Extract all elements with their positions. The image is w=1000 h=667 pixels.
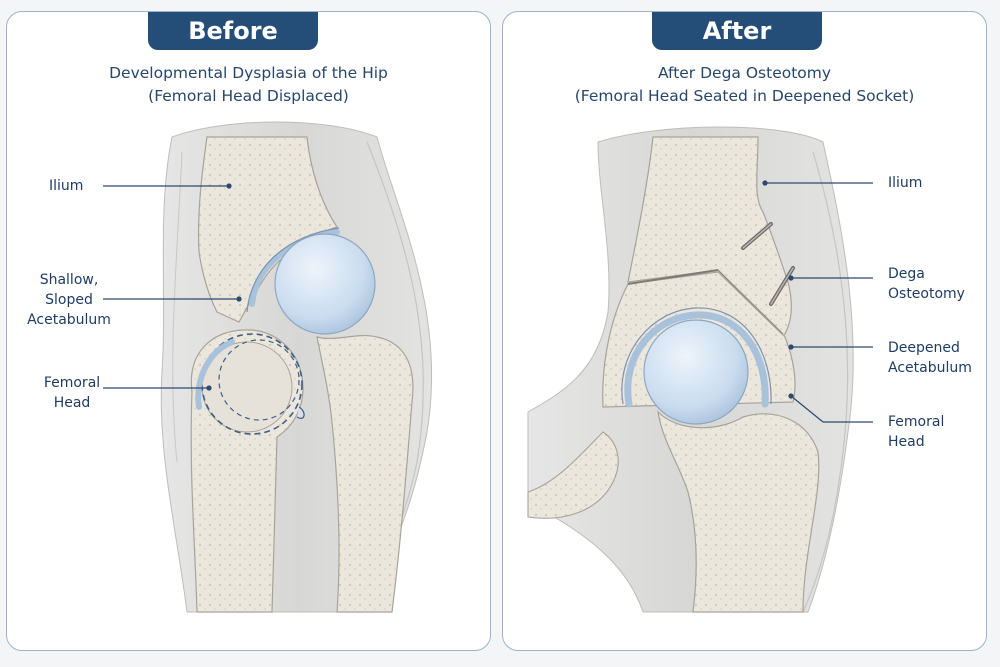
pubic-bone <box>527 431 619 519</box>
ilium-bone <box>627 136 792 338</box>
acetabulum-label-line1: Shallow, <box>39 272 99 288</box>
osteotomy-label: Dega Osteotomy <box>888 264 965 304</box>
femoral-head-label: Femoral Head <box>37 373 107 413</box>
femur-shaft-right <box>316 334 414 613</box>
femur <box>657 410 820 613</box>
acetabulum-label-line2: Sloped <box>45 292 93 308</box>
after-panel: After After Dega Osteotomy (Femoral Head… <box>502 11 987 651</box>
femoral-head-label-line1: Femoral <box>43 375 101 391</box>
ilium-label: Ilium <box>888 175 923 191</box>
femoral-head-label: Femoral Head <box>888 412 944 452</box>
acetabulum-cartilage <box>624 311 769 408</box>
acetabulum-label: Deepened Acetabulum <box>888 338 972 378</box>
acetabulum-label-line1: Deepened <box>888 340 960 356</box>
after-hip-illustration <box>527 126 873 613</box>
before-title: Developmental Dysplasia of the Hip (Femo… <box>7 62 490 108</box>
before-hip-illustration <box>103 121 433 613</box>
acetabulum-label: Shallow, Sloped Acetabulum <box>27 270 111 330</box>
before-tab: Before <box>148 12 318 50</box>
femoral-head-label-line2: Head <box>53 395 91 411</box>
after-tab: After <box>652 12 822 50</box>
upper-head <box>274 233 376 335</box>
femoral-head-label-line1: Femoral <box>888 414 945 430</box>
after-title-line2: (Femoral Head Seated in Deepened Socket) <box>574 87 915 105</box>
femoral-head-label-line2: Head <box>888 434 925 450</box>
after-title-line1: After Dega Osteotomy <box>657 64 832 82</box>
acetabulum-label-line3: Acetabulum <box>27 312 111 328</box>
femoral-head <box>643 319 749 425</box>
ilium-label: Ilium <box>49 178 84 194</box>
before-panel: Before Developmental Dysplasia of the Hi… <box>6 11 491 651</box>
before-title-line1: Developmental Dysplasia of the Hip <box>109 64 388 82</box>
before-title-line2: (Femoral Head Displaced) <box>148 87 349 105</box>
after-title: After Dega Osteotomy (Femoral Head Seate… <box>503 62 986 108</box>
osteotomy-label-line2: Osteotomy <box>888 286 965 302</box>
acetabulum-label-line2: Acetabulum <box>888 360 972 376</box>
osteotomy-label-line1: Dega <box>888 266 925 282</box>
